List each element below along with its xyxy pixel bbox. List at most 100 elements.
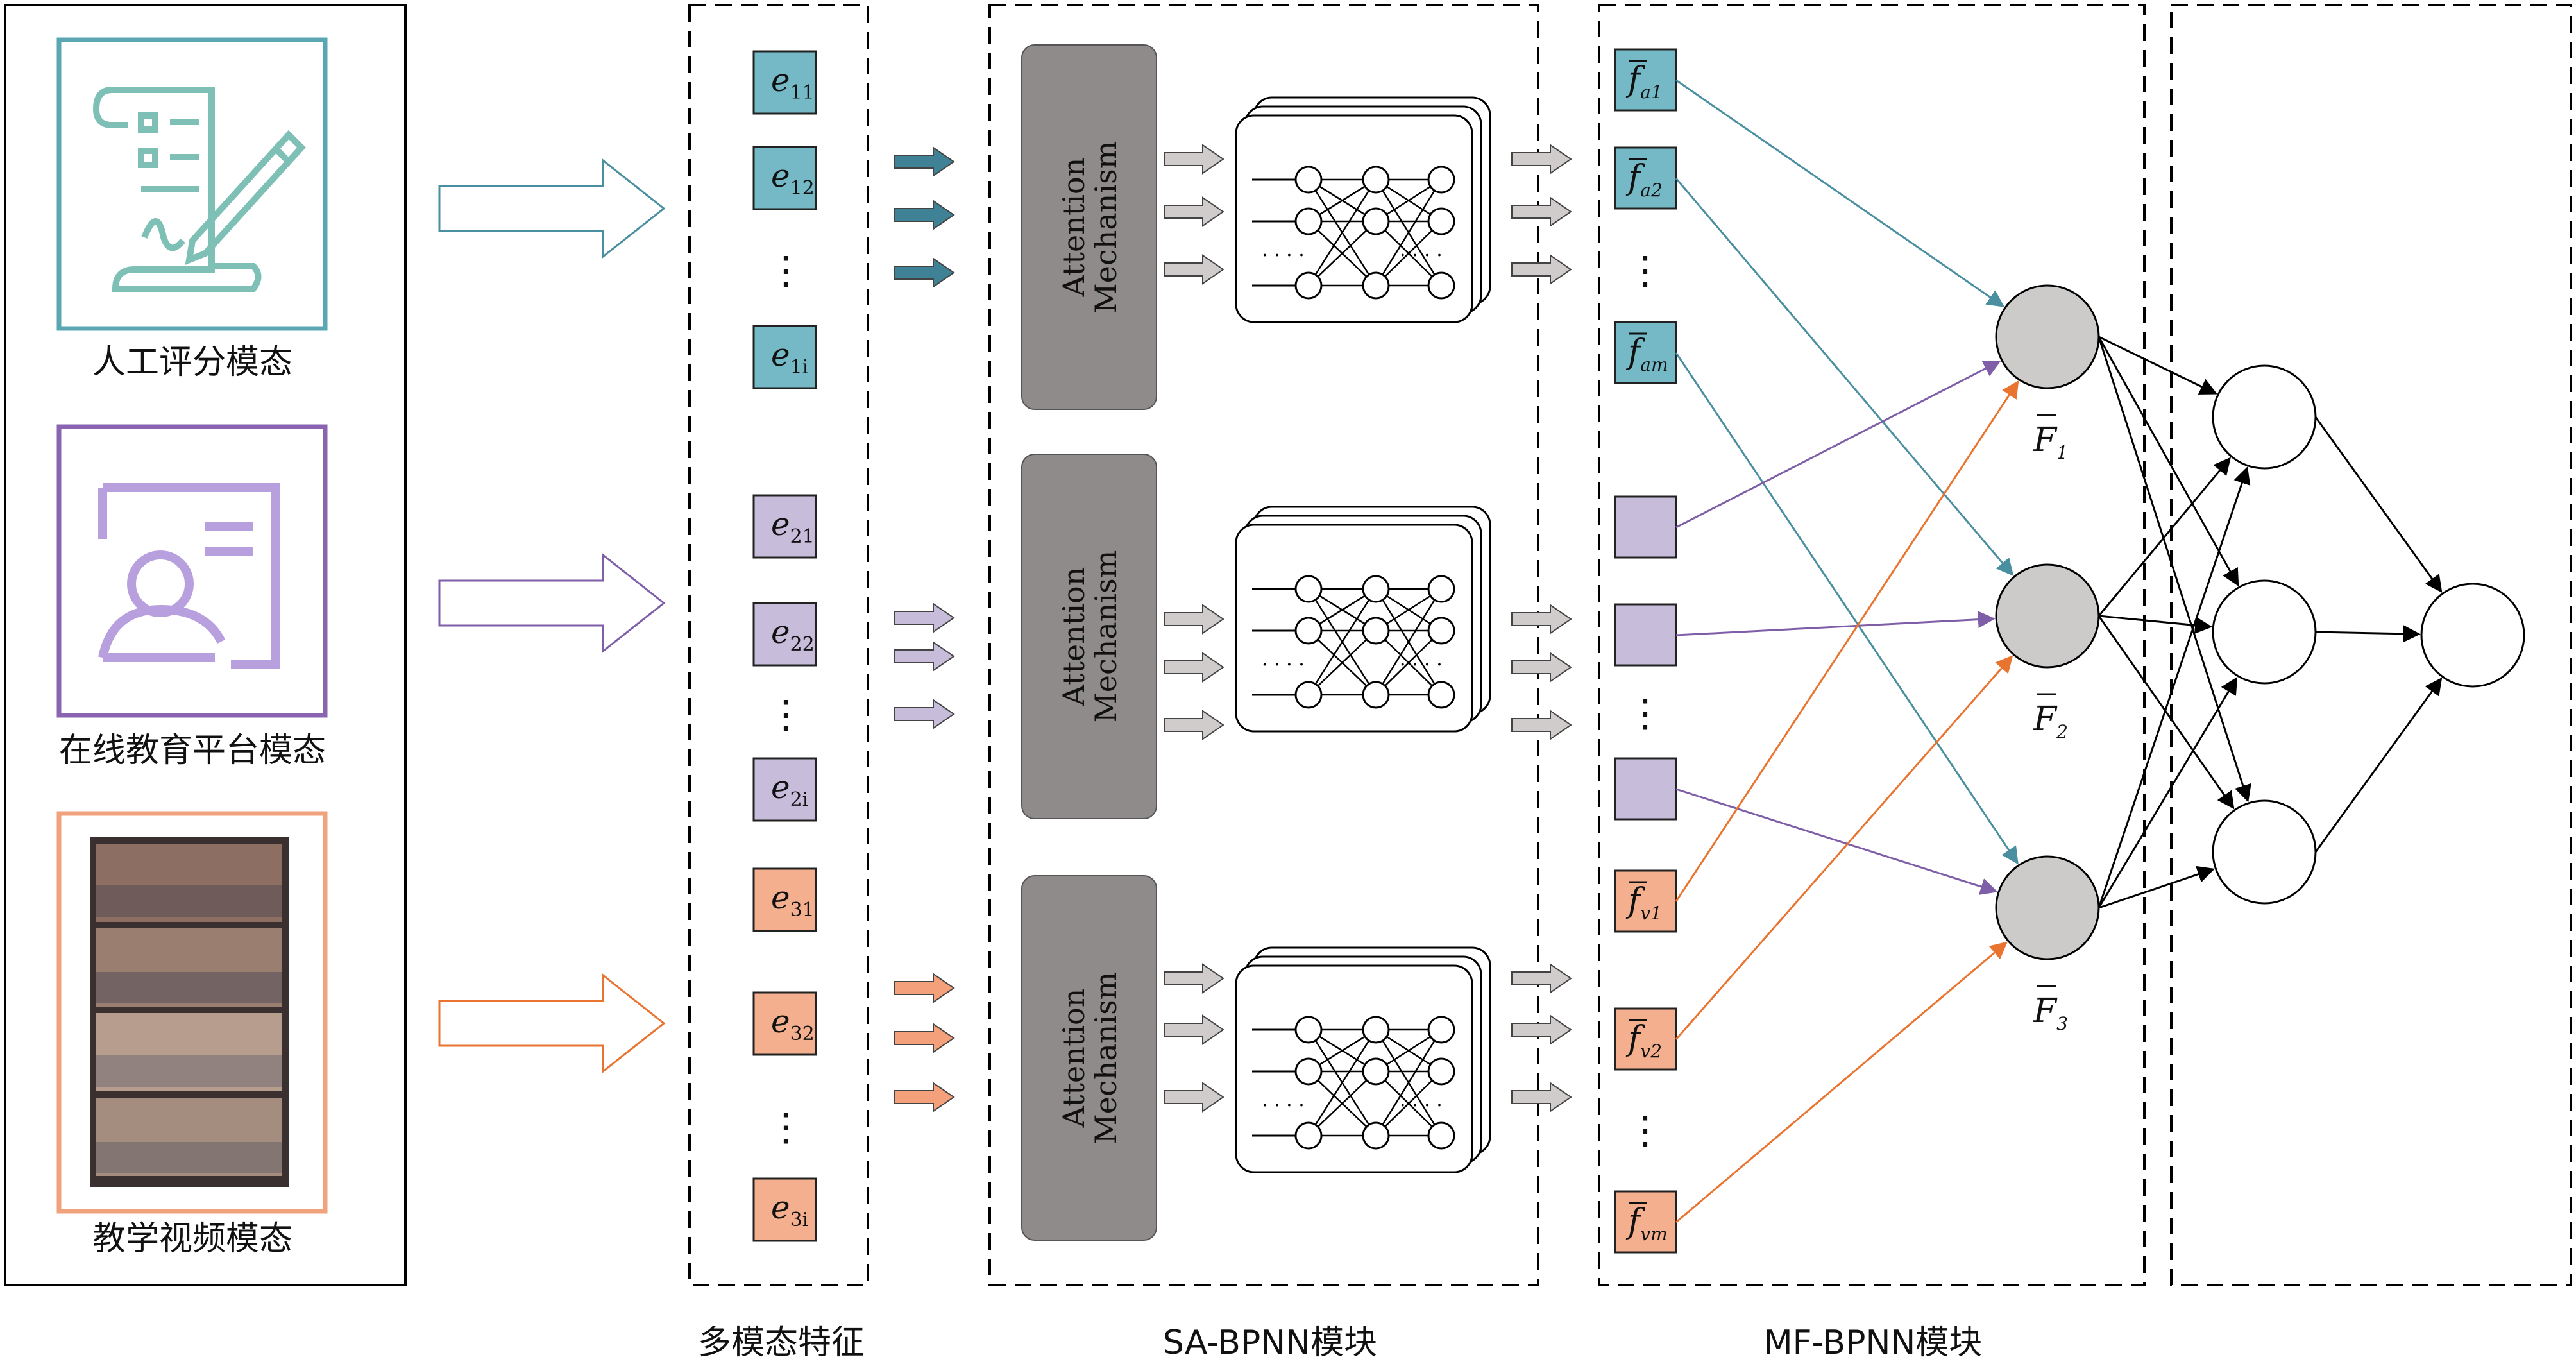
- nn-edge: [1307, 179, 1377, 286]
- nn-node: [1362, 207, 1390, 235]
- sa-blocks: AttentionMechanism· · · ·· · · ·Attentio…: [1021, 44, 1572, 1241]
- modality-frame-2: [56, 424, 328, 718]
- small-arrows: [894, 146, 955, 1113]
- fusion-node: [1995, 563, 2100, 669]
- nn-layer: [1235, 524, 1473, 733]
- fusion-node-label: F2: [2033, 700, 2068, 742]
- nn-node: [1294, 1016, 1323, 1044]
- nn-node: [1427, 575, 1455, 603]
- nn-node: [1427, 207, 1455, 235]
- hidden-node: [2212, 579, 2317, 685]
- output-node: [2420, 583, 2525, 688]
- hidden-node: [2212, 364, 2317, 470]
- modality-panel: [4, 4, 407, 1286]
- modality-label-2: 在线教育平台模态: [59, 731, 326, 770]
- attention-to-nn-arrow: [1164, 196, 1224, 227]
- modality-label-1: 人工评分模态: [92, 343, 292, 382]
- attention-box: [1021, 44, 1157, 410]
- nn-edge: [1308, 630, 1377, 695]
- fusion-node-label: F1: [2033, 421, 2068, 463]
- fusion-node: [1995, 855, 2100, 960]
- fused-box: [1614, 603, 1677, 667]
- fused-dots: ⋮: [1626, 1108, 1665, 1153]
- nn-dots: · · · ·: [1262, 1095, 1305, 1117]
- modality-frame-1: [56, 37, 328, 331]
- nn-output-arrow: [1511, 652, 1572, 683]
- feature-box: [752, 757, 817, 822]
- feature-box: [752, 867, 817, 932]
- label-sa-bpnn: SA-BPNN模块: [1163, 1324, 1377, 1362]
- feature-to-sa-arrow: [894, 257, 955, 288]
- nn-output-arrow: [1511, 196, 1572, 227]
- purple-connection: [1675, 611, 1996, 636]
- features-frame: [688, 4, 869, 1286]
- nn-node: [1294, 1121, 1323, 1150]
- nn-output-arrow: [1511, 1014, 1572, 1045]
- hidden-node: [2212, 799, 2317, 905]
- nn-node: [1362, 1121, 1390, 1150]
- feature-box: [752, 146, 817, 210]
- output-connection: [2315, 625, 2421, 643]
- attention-to-nn-arrow: [1164, 144, 1224, 175]
- nn-output-arrow: [1511, 144, 1572, 175]
- sa-bpnn-frame: [988, 4, 1539, 1286]
- nn-edge: [1307, 588, 1377, 695]
- modality-label-3: 教学视频模态: [92, 1220, 292, 1258]
- feature-to-sa-arrow: [894, 1023, 955, 1053]
- attention-label: AttentionMechanism: [1056, 141, 1123, 314]
- nn-node: [1362, 166, 1390, 194]
- orange-connection: [1675, 655, 2013, 1040]
- hidden-connection: [2098, 615, 2213, 634]
- nn-edge: [1375, 221, 1442, 286]
- attention-label: AttentionMechanism: [1056, 550, 1123, 723]
- attention-label: AttentionMechanism: [1056, 972, 1123, 1145]
- feature-to-sa-arrow: [894, 146, 955, 177]
- feature-to-sa-arrow: [894, 699, 955, 729]
- nn-edge: [1375, 630, 1442, 695]
- attention-box: [1021, 875, 1157, 1241]
- attention-to-nn-arrow: [1164, 1082, 1224, 1113]
- label-mf-bpnn: MF-BPNN模块: [1764, 1324, 1983, 1362]
- classroom-video-icon: [90, 837, 289, 1187]
- nn-node: [1362, 617, 1390, 645]
- nn-node: [1362, 575, 1390, 603]
- nn-edge: [1308, 1071, 1377, 1136]
- output-connection: [2314, 416, 2443, 593]
- nn-edge: [1307, 1029, 1377, 1136]
- modality-arrow-3: [438, 973, 666, 1074]
- feature-to-sa-arrow: [894, 1082, 955, 1113]
- hidden-connection: [2097, 336, 2251, 803]
- person-board-icon: [98, 483, 280, 669]
- nn-output-arrow: [1511, 1082, 1572, 1113]
- nn-node: [1294, 681, 1323, 709]
- hidden-connection: [2098, 336, 2217, 395]
- nn-edge: [1375, 1071, 1442, 1136]
- nn-node: [1427, 271, 1455, 300]
- feature-to-sa-arrow: [894, 641, 955, 672]
- feature-dots: ⋮: [767, 248, 805, 293]
- orange-connection: [1675, 941, 2008, 1223]
- scroll-pencil-icon: [92, 87, 306, 292]
- feature-box: [752, 1177, 817, 1242]
- nn-output-arrow: [1511, 254, 1572, 285]
- attention-to-nn-arrow: [1164, 604, 1224, 635]
- fused-box: [1614, 757, 1677, 821]
- nn-node: [1427, 1121, 1455, 1150]
- nn-node: [1294, 166, 1323, 194]
- hidden-connection: [2097, 466, 2251, 908]
- teal-connection: [1675, 178, 2014, 577]
- nn-node: [1362, 1016, 1390, 1044]
- feature-box: [752, 50, 817, 115]
- feature-to-sa-arrow: [894, 200, 955, 230]
- nn-layer: [1235, 114, 1473, 323]
- attention-to-nn-arrow: [1164, 710, 1224, 740]
- attention-to-nn-arrow: [1164, 963, 1224, 994]
- feature-box: [752, 325, 817, 389]
- nn-edge: [1375, 1029, 1443, 1136]
- nn-node: [1294, 271, 1323, 300]
- feature-box: [752, 991, 817, 1056]
- purple-connection: [1675, 361, 2001, 529]
- feature-dots: ⋮: [767, 1105, 805, 1150]
- purple-connection: [1675, 788, 1998, 895]
